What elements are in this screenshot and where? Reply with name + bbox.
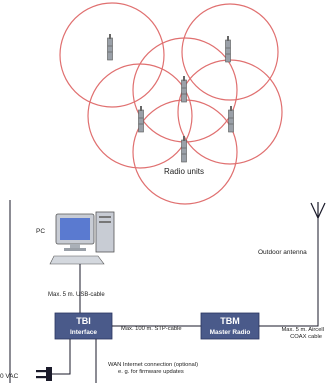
radio-units <box>107 34 234 163</box>
tbi-title: TBI <box>76 316 91 326</box>
tbi-box <box>54 312 113 340</box>
power-plug-icon <box>36 367 52 381</box>
wan-label-line2: e. g. for firmware updates <box>118 369 184 375</box>
power-cable <box>52 339 71 375</box>
antenna-icon <box>310 202 326 219</box>
pc-icon <box>49 211 115 265</box>
aircell-label-line2: COAX cable <box>290 334 322 340</box>
radio-unit <box>107 34 113 61</box>
coverage-circle <box>87 63 193 169</box>
radio-units-caption: Radio units <box>164 167 204 176</box>
tbm-title: TBM <box>220 316 240 326</box>
usb-cable-label: Max. 5 m. USB-cable <box>48 292 105 298</box>
power-label: 0 VAC <box>0 373 19 380</box>
wan-label-line1: WAN Internet connection (optional) <box>108 362 198 368</box>
tbm-box <box>200 312 260 340</box>
coax-cable <box>259 218 319 327</box>
aircell-label-line1: Max. 5 m. Aircell <box>281 327 324 333</box>
radio-unit <box>181 136 187 163</box>
radio-unit <box>181 76 187 103</box>
radio-unit <box>138 106 144 133</box>
radio-unit <box>228 106 234 133</box>
antenna-label: Outdoor antenna <box>258 249 307 256</box>
pc-label: PC <box>36 228 45 235</box>
stp-cable-label: Max. 100 m. STP-cable <box>121 326 182 332</box>
coverage-circle <box>181 3 279 101</box>
tbm-subtitle: Master Radio <box>210 329 251 336</box>
radio-unit <box>225 36 231 63</box>
coverage-circle <box>59 2 165 108</box>
tbi-subtitle: Interface <box>70 329 97 336</box>
